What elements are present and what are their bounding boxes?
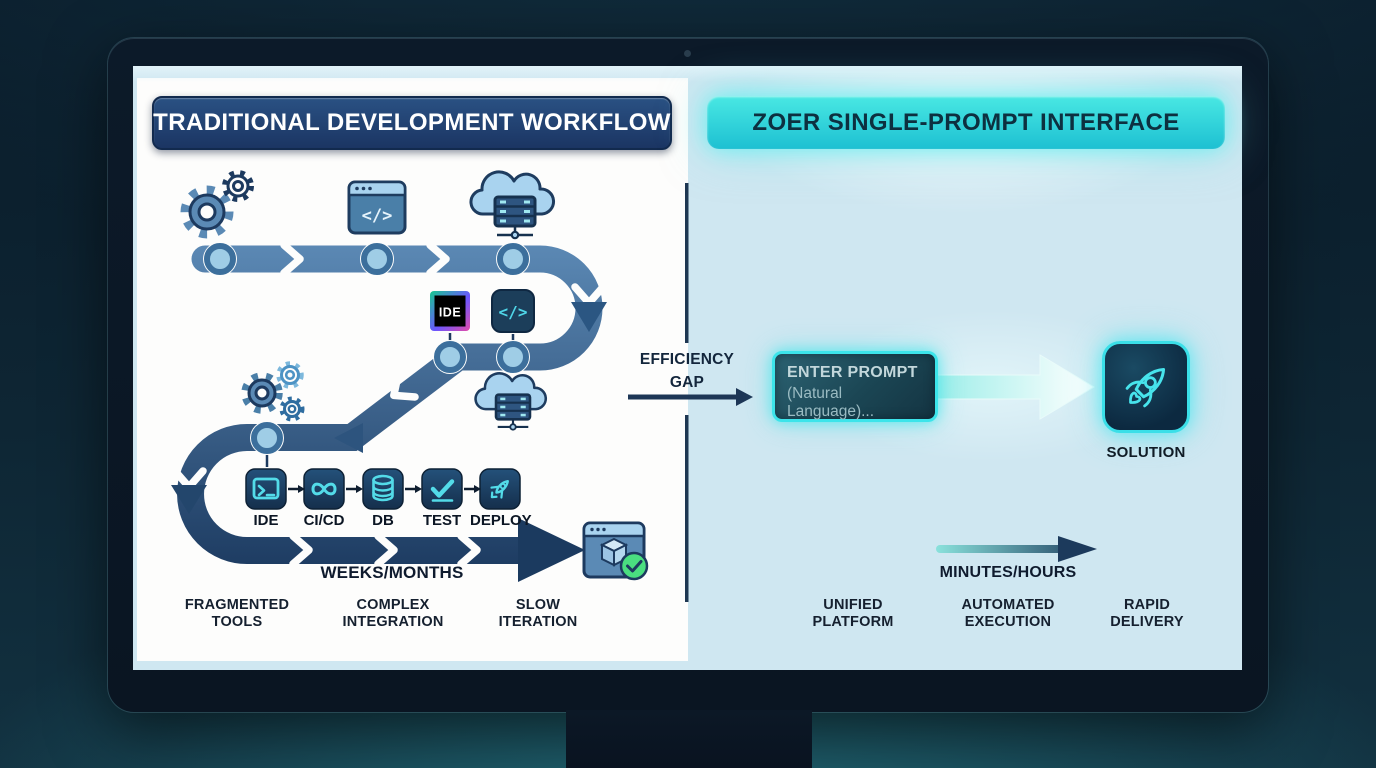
- arrowhead-down-left-curve: [171, 485, 207, 514]
- workflow-path: [171, 241, 607, 582]
- database-icon: [362, 468, 404, 510]
- prompt-to-solution-arrow: [935, 354, 1095, 420]
- svg-text:</>: </>: [499, 303, 528, 322]
- cloud-server-icon: [469, 170, 556, 240]
- package-release-icon: [582, 521, 649, 581]
- screen-sheen: [133, 66, 1242, 82]
- webcam-icon: [684, 50, 691, 57]
- svg-text:</>: </>: [362, 206, 393, 226]
- code-badge-icon: </>: [491, 289, 535, 333]
- minutes-hours-label: MINUTES/HOURS: [939, 564, 1077, 581]
- weeks-months-label: WEEKS/MONTHS: [320, 563, 464, 582]
- arrowhead-left-row3: [334, 423, 363, 453]
- pipeline-tiles: [245, 468, 521, 510]
- left-panel-title: TRADITIONAL DEVELOPMENT WORKFLOW: [152, 96, 672, 150]
- arrowhead-down-right-curve: [571, 302, 607, 332]
- prompt-placeholder-line1: ENTER PROMPT: [787, 364, 918, 381]
- cicd-loop-icon: [303, 468, 345, 510]
- check-badge-icon: [619, 551, 649, 581]
- arrowhead-final: [518, 518, 585, 582]
- code-window-icon: </>: [347, 180, 407, 235]
- step-label-test: TEST: [422, 512, 462, 529]
- step-label-ide: IDE: [253, 512, 279, 529]
- test-check-icon: [421, 468, 463, 510]
- step-label-db: DB: [372, 512, 394, 529]
- gears-icon: [180, 170, 254, 239]
- cloud-server-icon-2: [474, 372, 548, 431]
- gears-small-icon: [241, 361, 305, 422]
- step-label-cicd: CI/CD: [303, 512, 345, 529]
- minutes-hours-arrow: [936, 536, 1097, 562]
- monitor-stand: [566, 710, 812, 768]
- step-label-deploy: DEPLOY: [470, 512, 532, 529]
- efficiency-gap-label: EFFICIENCY GAP: [639, 351, 735, 391]
- tile-arrows: [288, 485, 481, 493]
- deploy-rocket-icon: [479, 468, 521, 510]
- right-panel-title: ZOER SINGLE-PROMPT INTERFACE: [707, 96, 1225, 149]
- prompt-input[interactable]: ENTER PROMPT (Natural Language)...: [772, 351, 938, 422]
- rocket-solution-icon: [1102, 341, 1190, 433]
- solution-label: SOLUTION: [1106, 444, 1186, 461]
- prompt-placeholder-line2: (Natural Language)...: [787, 385, 875, 420]
- milestone-nodes: [203, 242, 530, 455]
- ide-badge-icon: IDE: [430, 291, 470, 331]
- svg-text:IDE: IDE: [439, 306, 461, 320]
- terminal-icon: [245, 468, 287, 510]
